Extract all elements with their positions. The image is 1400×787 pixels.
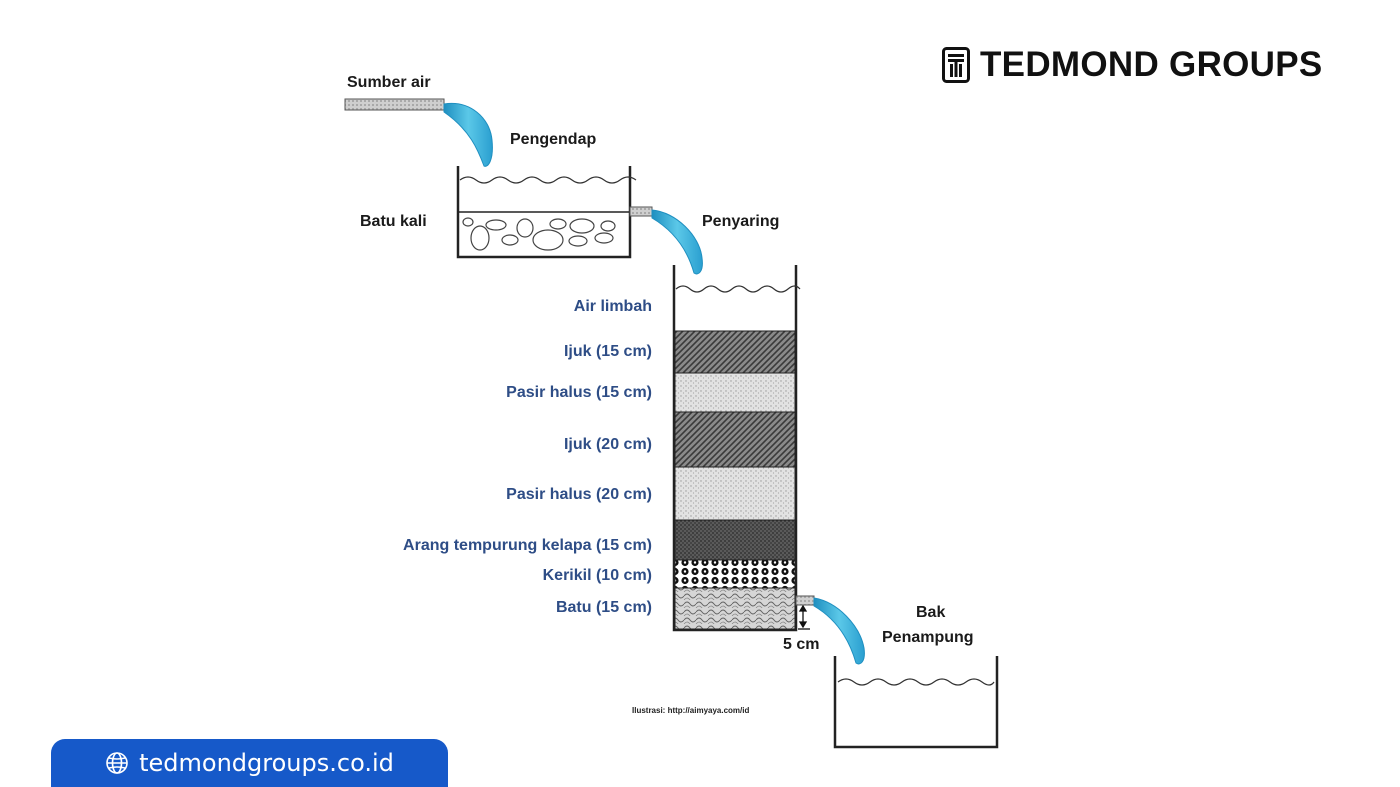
- layer-label: Air limbah: [574, 298, 652, 315]
- settler-outlet-pipe: [629, 206, 653, 217]
- layer-stone: [674, 587, 796, 630]
- source-label: Sumber air: [347, 74, 431, 91]
- brand-header: TEDMOND GROUPS: [942, 44, 1323, 86]
- layer-charcoal: [674, 519, 796, 561]
- settler-stone-label: Batu kali: [360, 213, 427, 230]
- layer-ijuk-15: [674, 330, 796, 374]
- tank-label-line1: Bak: [916, 604, 945, 621]
- tedmond-logo-icon: [942, 47, 970, 83]
- layer-label: Arang tempurung kelapa (15 cm): [403, 537, 652, 554]
- water-stream-3: [813, 597, 865, 665]
- source-pipe: [344, 98, 445, 111]
- layer-label: Ijuk (15 cm): [564, 343, 652, 360]
- filter-outlet-pipe: [795, 595, 815, 606]
- website-badge[interactable]: tedmondgroups.co.id: [51, 739, 448, 787]
- layer-ijuk-20: [674, 411, 796, 468]
- water-stream-2: [651, 209, 703, 275]
- collection-tank: [833, 656, 999, 749]
- layer-label: Ijuk (20 cm): [564, 436, 652, 453]
- brand-name: TEDMOND GROUPS: [980, 45, 1323, 84]
- layer-label: Kerikil (10 cm): [543, 567, 652, 584]
- settler-label: Pengendap: [510, 131, 596, 148]
- layer-label: Pasir halus (15 cm): [506, 384, 652, 401]
- filter-label: Penyaring: [702, 213, 779, 230]
- gap-dimension-arrow: [798, 604, 810, 630]
- website-url: tedmondgroups.co.id: [139, 749, 394, 777]
- layer-label: Pasir halus (20 cm): [506, 486, 652, 503]
- illustration-credit: Ilustrasi: http://aimyaya.com/id: [632, 706, 749, 715]
- gap-label: 5 cm: [783, 636, 819, 653]
- layer-gravel: [674, 559, 796, 589]
- layer-label: Batu (15 cm): [556, 599, 652, 616]
- tank-label-line2: Penampung: [882, 629, 974, 646]
- layer-sand-15: [674, 372, 796, 413]
- settler-tank: [456, 166, 637, 259]
- filter-column: [672, 265, 801, 632]
- water-stream-1: [443, 102, 493, 167]
- globe-icon: [106, 752, 128, 774]
- layer-sand-20: [674, 466, 796, 521]
